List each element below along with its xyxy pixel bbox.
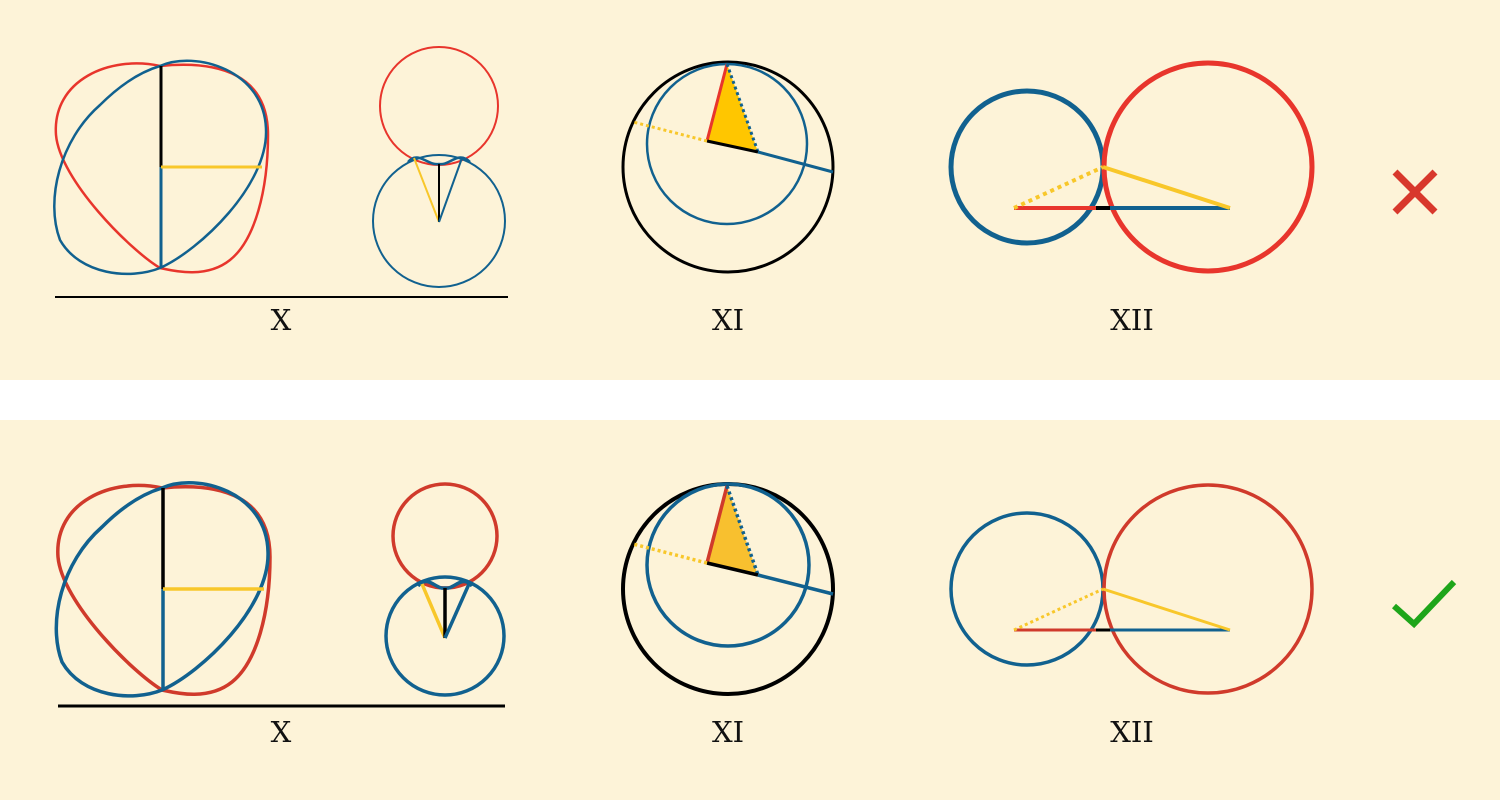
left-blue-circle [948, 88, 1106, 246]
check-icon [1391, 579, 1457, 629]
panel-top: X XI XII [0, 0, 1500, 380]
yellow-dotted-segment [1013, 587, 1104, 632]
label-xi: XI [711, 303, 745, 337]
left-blue-circle [949, 511, 1105, 667]
red-triangle-side [705, 485, 729, 564]
blue-v-line [443, 583, 471, 639]
figures-top [53, 46, 1315, 298]
small-red-circle [379, 46, 499, 166]
yellow-dotted-segment [1013, 165, 1104, 210]
figures-bottom [54, 480, 1314, 708]
small-blue-circle [384, 575, 506, 697]
label-xii: XII [1110, 715, 1154, 749]
figure-x [54, 480, 506, 708]
right-red-circle [1101, 60, 1315, 274]
yellow-solid-segment [1102, 587, 1231, 632]
blue-ray [757, 150, 834, 174]
figure-xii [949, 483, 1314, 695]
black-triangle-base [706, 139, 759, 154]
right-red-circle [1102, 483, 1314, 695]
figure-x [53, 46, 508, 298]
label-xi: XI [711, 715, 745, 749]
figure-xii [948, 60, 1315, 274]
yellow-solid-segment [1102, 165, 1231, 210]
yellow-dotted-ray [632, 542, 708, 565]
label-x: X [270, 303, 292, 337]
red-triangle-side [705, 63, 729, 142]
blue-petal-curve [54, 480, 270, 698]
yellow-v-line [420, 583, 447, 639]
inner-blue-circle [645, 482, 811, 648]
blue-v-line [438, 157, 463, 223]
small-red-circle [391, 482, 499, 590]
blue-ray [757, 573, 834, 596]
cross-icon [1392, 169, 1438, 215]
yellow-v-line [413, 157, 440, 223]
small-blue-circle [372, 154, 506, 288]
blue-dotted-side [725, 485, 760, 576]
figure-xi [621, 482, 835, 696]
yellow-triangle [707, 64, 758, 152]
outer-black-circle [621, 60, 835, 274]
yellow-triangle [707, 486, 758, 575]
panel-bottom: X XI XII [0, 420, 1500, 800]
black-triangle-base [706, 561, 759, 577]
yellow-dotted-ray [632, 120, 708, 143]
figure-xi [621, 60, 835, 274]
label-x: X [270, 715, 292, 749]
blue-petal-curve [53, 59, 268, 276]
label-xii: XII [1110, 303, 1154, 337]
red-petal-curve [54, 62, 270, 274]
